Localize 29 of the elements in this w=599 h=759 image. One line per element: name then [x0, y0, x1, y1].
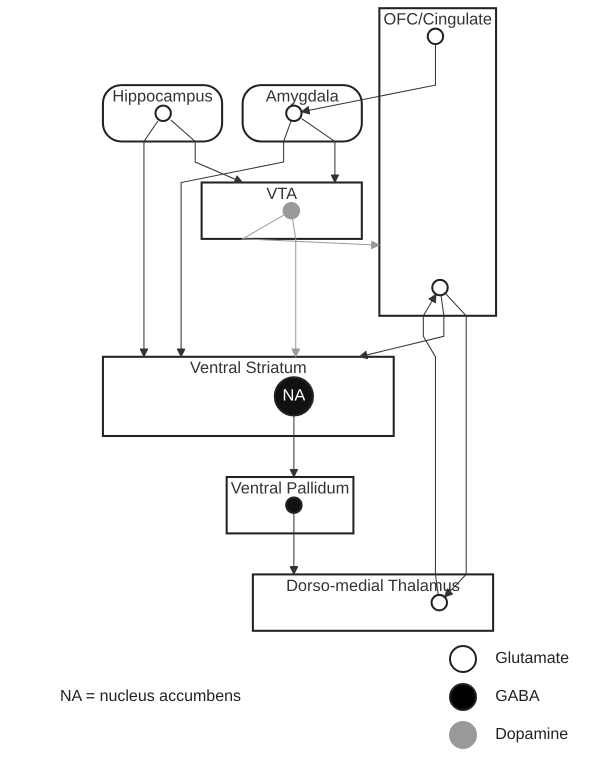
arrow: [358, 295, 444, 360]
arrow: [289, 512, 298, 575]
node-circle: [430, 594, 448, 612]
legend-label: GABA: [495, 688, 540, 706]
legend-label: Glutamate: [495, 650, 569, 668]
arrow: [176, 120, 292, 358]
arrow: [301, 118, 340, 183]
arrow: [291, 218, 300, 358]
node-circle: [431, 278, 449, 296]
node-circle: [426, 28, 444, 46]
arrow: [289, 415, 298, 478]
cluster: Hippocampus: [102, 84, 224, 143]
node-circle: NA: [274, 376, 314, 416]
node-circle: [285, 496, 303, 514]
arrow: [444, 292, 467, 598]
cluster: OFC/Cingulate: [378, 7, 498, 317]
node-circle: [154, 104, 172, 122]
note-text: NA = nucleus accumbens: [60, 688, 241, 706]
arrow: [170, 120, 244, 184]
cluster: Amygdala: [242, 84, 363, 143]
arrow: [422, 294, 439, 596]
arrow: [139, 120, 158, 358]
node-circle: [285, 104, 303, 122]
cluster: VTA: [200, 181, 363, 240]
node-circle: [282, 202, 300, 220]
cluster: Ventral Pallidum: [226, 476, 354, 534]
arrow: [240, 214, 380, 250]
arrow: [301, 44, 436, 115]
legend-label: Dopamine: [495, 726, 568, 744]
